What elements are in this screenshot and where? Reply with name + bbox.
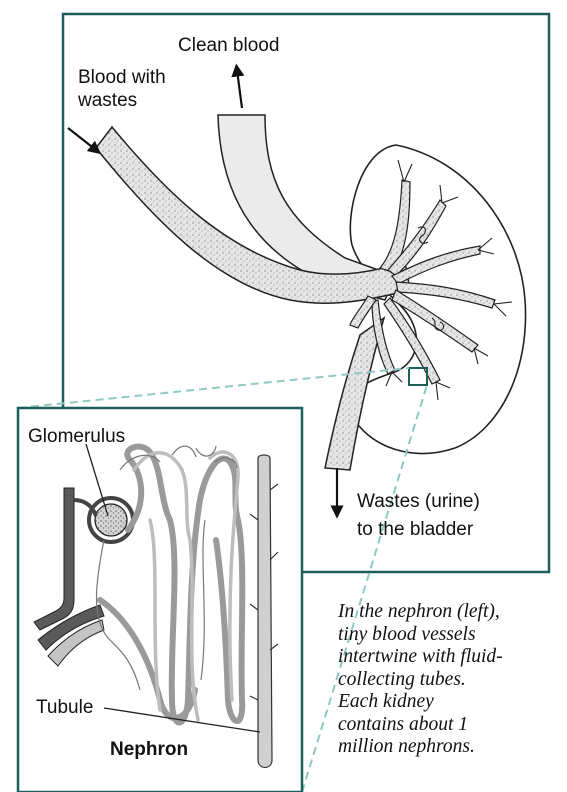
figure-caption: In the nephron (left), tiny blood vessel… [338,601,563,759]
glomerulus-label: Glomerulus [28,425,125,448]
clean-blood-label: Clean blood [178,34,279,57]
wastes-urine-label: Wastes (urine) to the bladder [357,488,480,544]
tubule-label: Tubule [36,696,93,719]
nephron-title: Nephron [110,738,188,761]
blood-with-wastes-label: Blood with wastes [78,66,166,112]
